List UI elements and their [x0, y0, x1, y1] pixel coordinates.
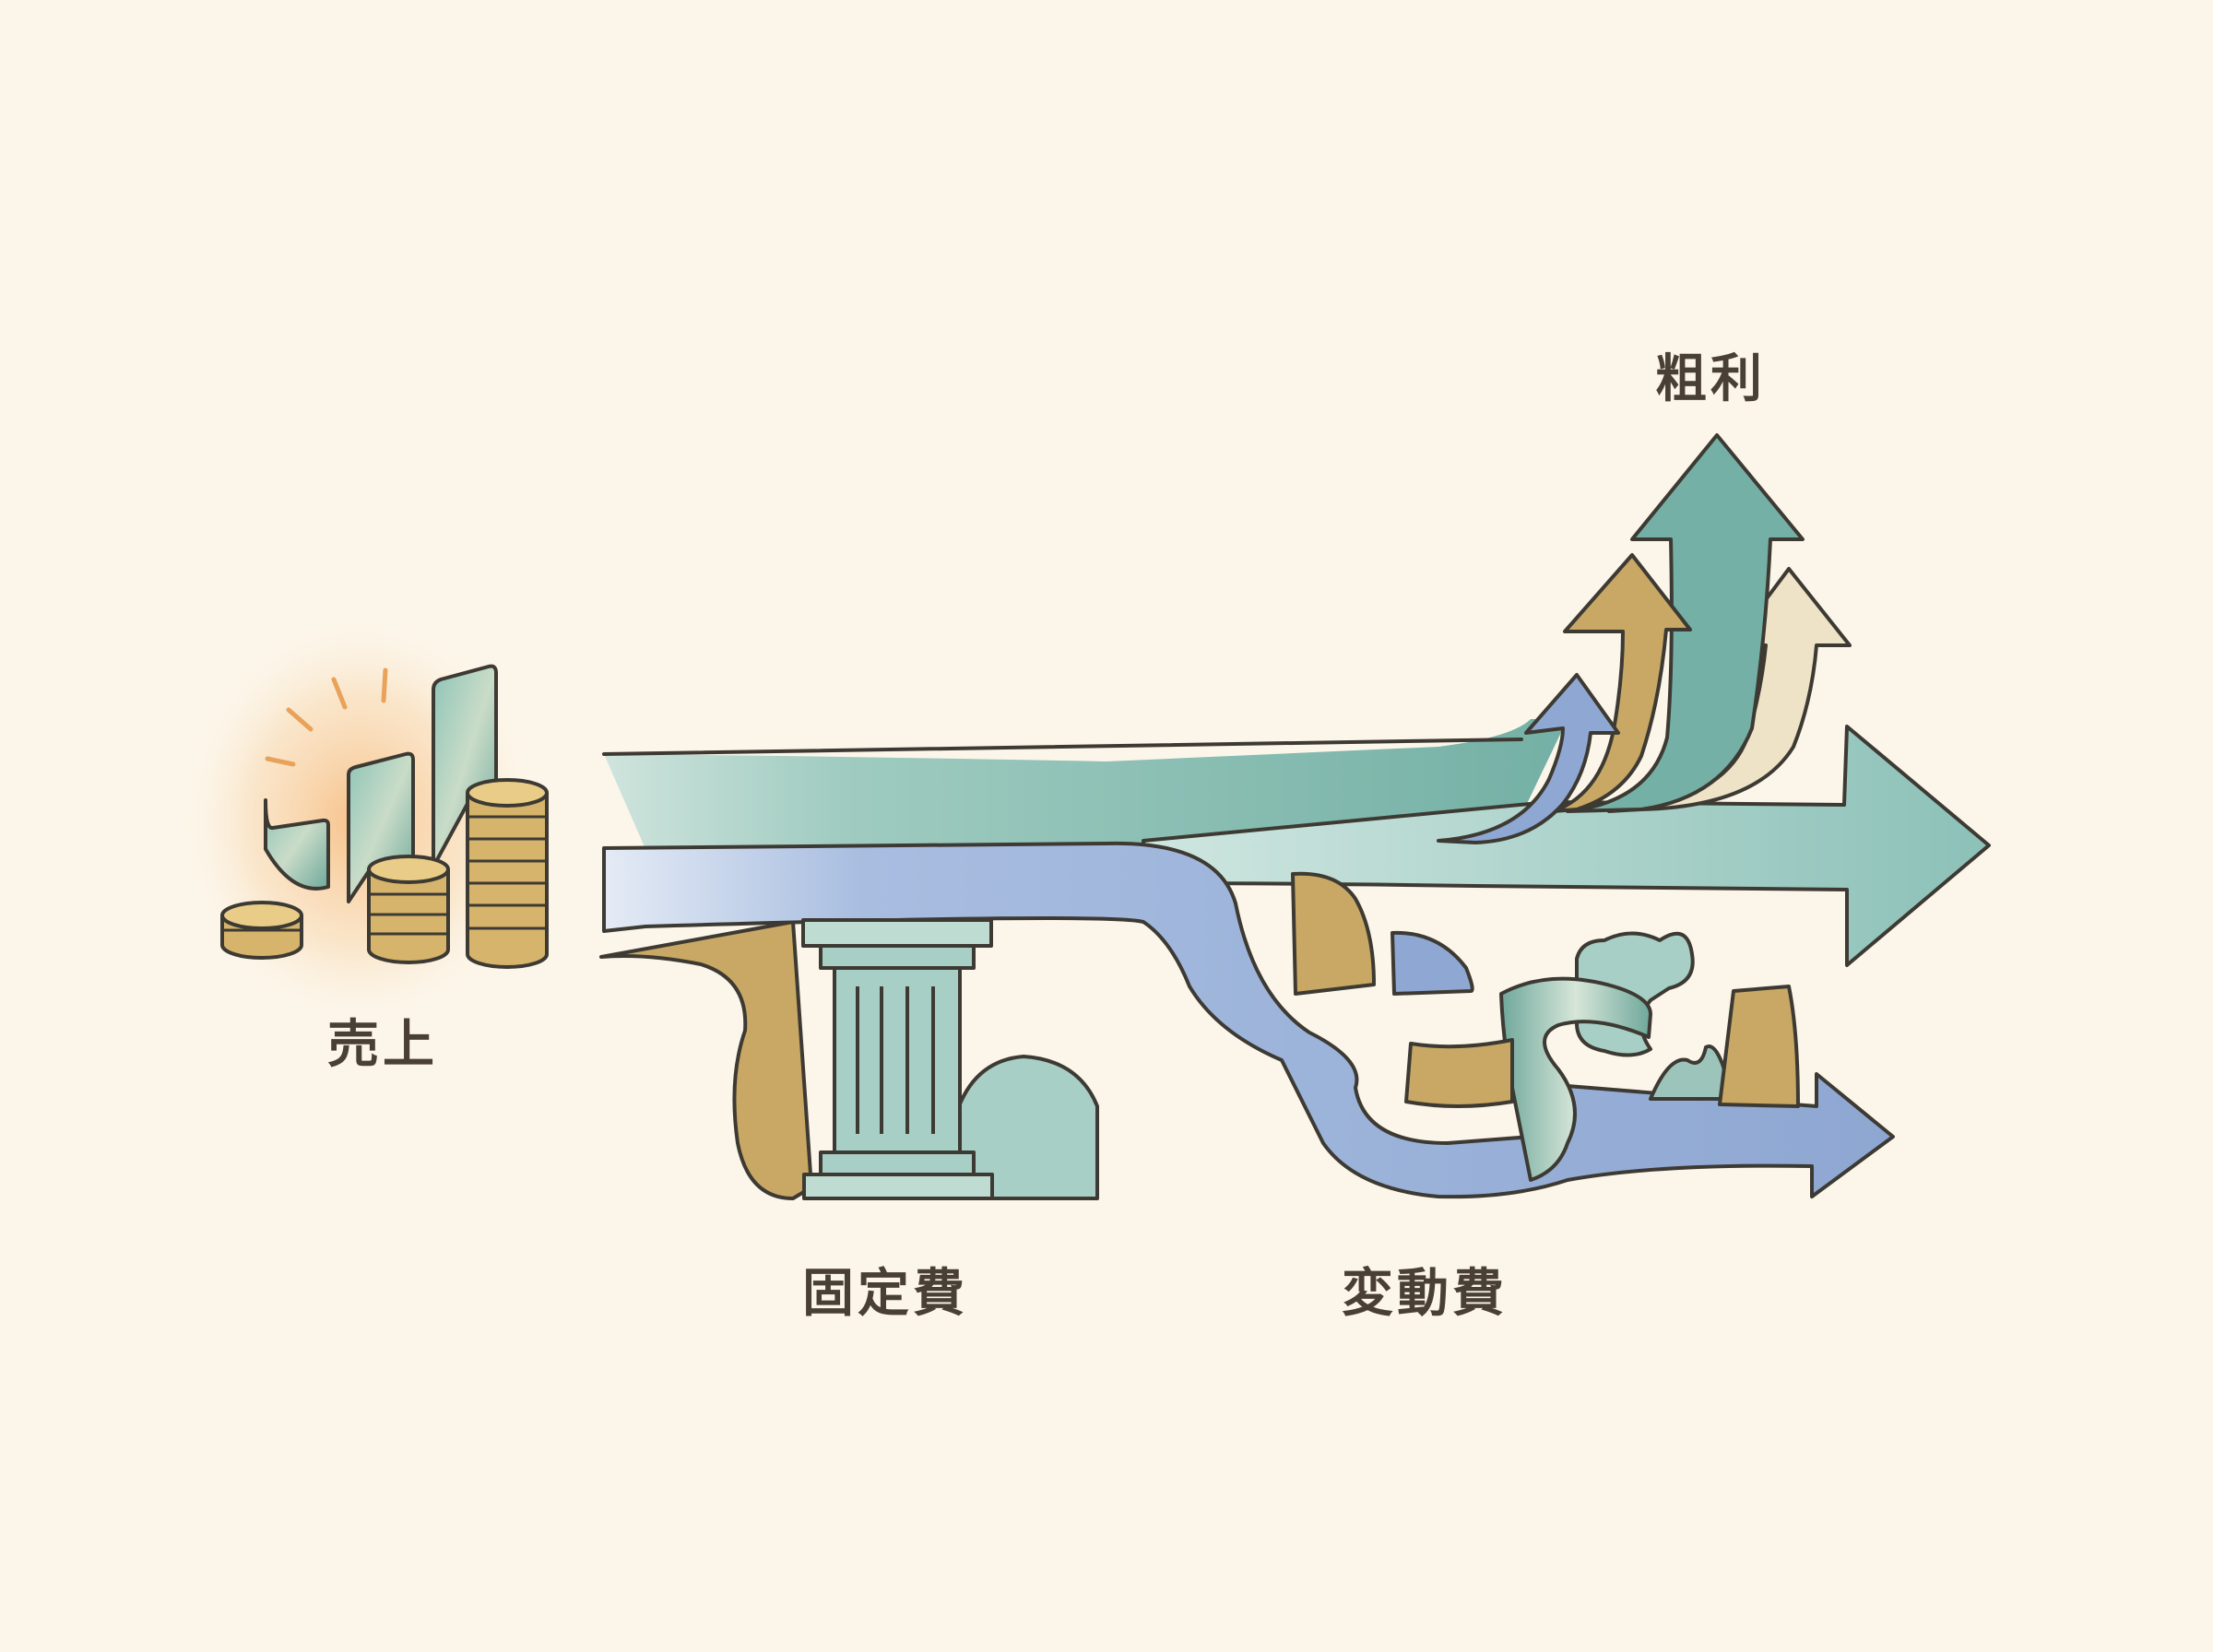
stone-arch — [957, 1055, 1099, 1200]
bar-1 — [264, 798, 330, 891]
coin-stack-tall — [466, 793, 549, 969]
gross-profit-label: 粗利 — [1655, 349, 1766, 409]
fixed-cost-label: 固定費 — [802, 1264, 968, 1324]
pillar-icon — [801, 918, 1099, 1200]
gold-block-1 — [1291, 871, 1376, 996]
variable-cost-blocks — [1291, 871, 1800, 1182]
fixed-cost-flow — [599, 920, 813, 1200]
variable-cost-label: 変動費 — [1342, 1264, 1508, 1324]
main-teal-band — [604, 719, 1568, 849]
gold-block-3 — [1718, 985, 1800, 1108]
bar-3 — [432, 664, 498, 868]
coins-and-bar-chart-icon — [175, 608, 549, 1032]
upward-arrows-icon — [1437, 433, 1852, 844]
bar-2 — [347, 751, 415, 903]
arrow-gold — [1552, 553, 1692, 813]
teal-ribbon — [1499, 976, 1652, 1182]
sales-label: 売上 — [327, 1015, 438, 1075]
sparkle-icon — [265, 667, 388, 767]
gold-block-2 — [1404, 1038, 1514, 1108]
blue-block — [1391, 930, 1474, 996]
arrow-blue-small — [1437, 673, 1620, 844]
